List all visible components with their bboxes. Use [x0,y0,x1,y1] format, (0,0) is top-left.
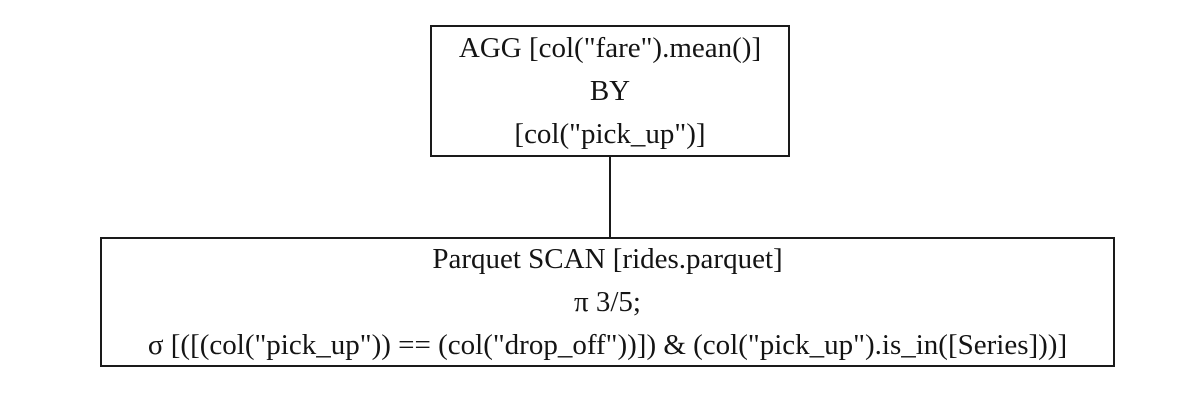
agg-node: AGG [col("fare").mean()] BY [col("pick_u… [430,25,790,157]
scan-node: Parquet SCAN [rides.parquet] π 3/5; σ [(… [100,237,1115,367]
edge-connector [609,157,611,237]
agg-by-keyword: BY [589,74,631,107]
scan-source: Parquet SCAN [rides.parquet] [432,242,783,275]
scan-projection: π 3/5; [573,285,641,318]
agg-expression: AGG [col("fare").mean()] [458,31,762,64]
agg-groupby-keys: [col("pick_up")] [514,117,706,150]
scan-selection-predicate: σ [([(col("pick_up")) == (col("drop_off"… [147,328,1068,361]
